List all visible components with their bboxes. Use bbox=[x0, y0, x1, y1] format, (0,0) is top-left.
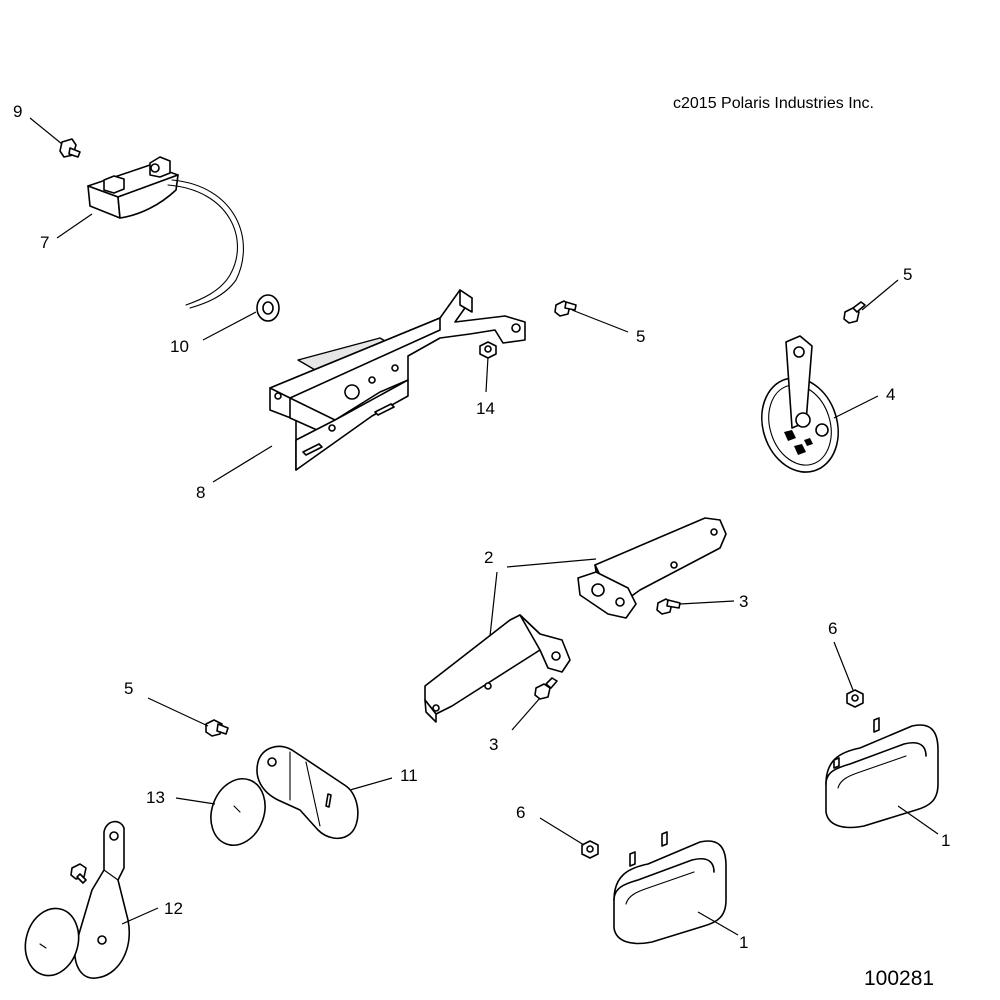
part-11-reflector-bracket bbox=[256, 745, 359, 840]
callout-4: 4 bbox=[886, 385, 895, 404]
callout-11: 11 bbox=[400, 766, 418, 785]
callout-6-center: 6 bbox=[516, 803, 525, 822]
part-9-screw bbox=[59, 138, 81, 158]
callout-6-right: 6 bbox=[828, 619, 837, 638]
part-10-spacer bbox=[256, 294, 280, 322]
part-6-nut-right bbox=[846, 689, 864, 708]
callout-1-lower: 1 bbox=[739, 933, 748, 952]
callout-5-right: 5 bbox=[903, 265, 912, 284]
callout-5-lower-left: 5 bbox=[124, 679, 133, 698]
callout-3-lower: 3 bbox=[489, 735, 498, 754]
part-12-reflector-bracket bbox=[24, 820, 130, 979]
callout-10: 10 bbox=[170, 337, 189, 356]
part-14-nut bbox=[479, 341, 497, 359]
leader-lines bbox=[29, 117, 939, 936]
callout-1-right: 1 bbox=[941, 831, 950, 850]
callout-9: 9 bbox=[13, 102, 22, 121]
callout-labels: 9 7 10 8 14 5 5 4 2 3 3 6 1 6 1 5 11 13 … bbox=[13, 102, 950, 952]
part-3-screw-lower bbox=[534, 677, 558, 700]
callout-3-upper: 3 bbox=[739, 592, 748, 611]
part-1-tail-lamp-lower bbox=[613, 831, 727, 945]
copyright-text: c2015 Polaris Industries Inc. bbox=[673, 95, 874, 112]
part-7-license-lamp bbox=[87, 156, 244, 309]
part-8-mounting-bracket bbox=[269, 289, 526, 471]
callout-13: 13 bbox=[146, 788, 165, 807]
part-2-bracket-upper bbox=[577, 517, 727, 619]
figure-number: 100281 bbox=[864, 967, 934, 990]
callout-8: 8 bbox=[196, 483, 205, 502]
part-13-reflector bbox=[210, 778, 266, 846]
callout-14: 14 bbox=[476, 399, 495, 418]
part-5-screw-top bbox=[554, 300, 577, 317]
callout-2: 2 bbox=[484, 548, 493, 567]
part-6-nut-center bbox=[581, 840, 599, 859]
part-3-screw-upper bbox=[656, 598, 681, 615]
part-5-screw-right bbox=[843, 301, 866, 324]
callout-7: 7 bbox=[40, 233, 49, 252]
callout-5-top: 5 bbox=[636, 327, 645, 346]
part-4-horn bbox=[761, 335, 839, 473]
callout-12: 12 bbox=[164, 899, 183, 918]
part-5-screw-lower-left bbox=[205, 719, 229, 737]
part-2-bracket-lower bbox=[424, 614, 571, 723]
part-1-tail-lamp-right bbox=[825, 717, 939, 829]
